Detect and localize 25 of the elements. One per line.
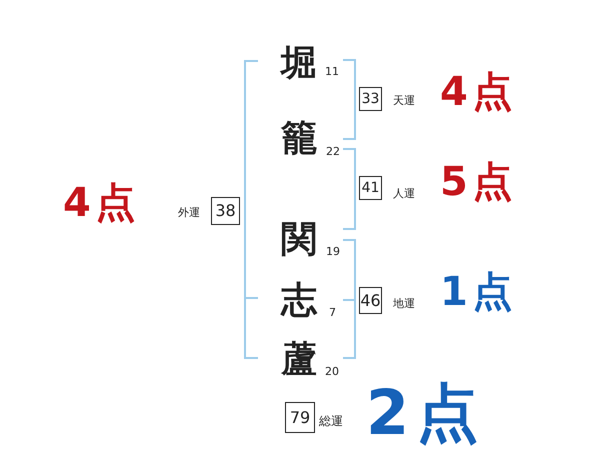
stroke-count: 19: [326, 246, 340, 257]
fortune-label: 総運: [319, 415, 343, 427]
number-box: 79: [285, 402, 315, 433]
score-label: 2点: [366, 382, 486, 444]
stroke-count: 22: [326, 146, 340, 157]
stroke-count: 7: [329, 307, 336, 318]
score-label: 5点: [440, 162, 518, 202]
score-label: 4点: [63, 183, 140, 223]
number-box: 41: [359, 176, 382, 200]
fortune-label: 天運: [393, 95, 415, 106]
score-label: 1点: [440, 272, 518, 312]
fortune-label: 地運: [393, 298, 415, 309]
name-character: 志: [281, 283, 322, 319]
stroke-count: 20: [325, 366, 339, 377]
number-box: 38: [211, 197, 240, 225]
stroke-count: 11: [325, 66, 339, 77]
fortune-label: 外運: [178, 207, 200, 218]
score-label: 4点: [440, 72, 518, 112]
name-character: 関: [281, 222, 322, 258]
number-box: 33: [359, 87, 382, 111]
fortune-label: 人運: [393, 188, 415, 199]
name-character: 堀: [281, 46, 322, 82]
number-box: 46: [359, 287, 382, 314]
name-character: 蘆: [281, 342, 322, 378]
name-character: 籠: [281, 121, 322, 157]
